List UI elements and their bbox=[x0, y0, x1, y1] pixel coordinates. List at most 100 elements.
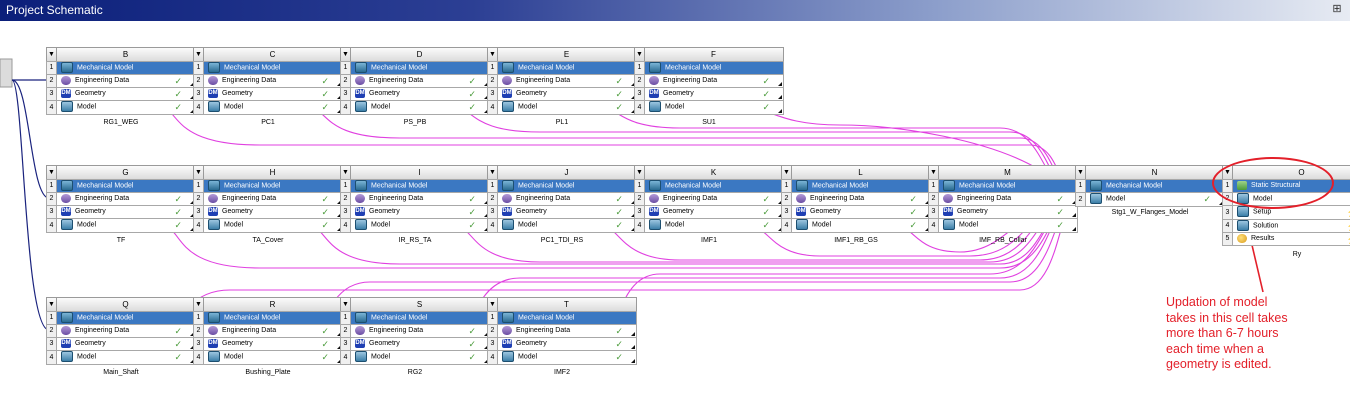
system-header[interactable]: ▼L bbox=[781, 165, 931, 179]
cell-model[interactable]: Model✓ bbox=[497, 100, 637, 115]
dropdown-arrow-icon[interactable]: ▼ bbox=[488, 298, 498, 311]
system-name-label[interactable]: Bushing_Plate bbox=[245, 369, 291, 376]
cell-model[interactable]: Model✓ bbox=[203, 100, 343, 115]
cell-setup[interactable]: Setup⚡ bbox=[1232, 205, 1350, 220]
system-name-label[interactable]: PS_PB bbox=[403, 119, 427, 126]
cell-mechanical-model[interactable]: Mechanical Model bbox=[350, 178, 490, 194]
dropdown-arrow-icon[interactable]: ▼ bbox=[341, 166, 351, 179]
system-name-label[interactable]: PL1 bbox=[555, 119, 569, 126]
cell-results[interactable]: Results⚡ bbox=[1232, 232, 1350, 247]
cell-model[interactable]: Model✓ bbox=[644, 100, 784, 115]
cell-model[interactable]: Model✓ bbox=[497, 350, 637, 365]
system-name-label[interactable]: RG2 bbox=[407, 369, 423, 376]
system-name-label[interactable]: Ry bbox=[1292, 251, 1302, 258]
dropdown-arrow-icon[interactable]: ▼ bbox=[488, 48, 498, 61]
cell-engineering-data[interactable]: Engineering Data✓ bbox=[644, 74, 784, 89]
cell-mechanical-model[interactable]: Mechanical Model bbox=[644, 178, 784, 194]
cell-mechanical-model[interactable]: Mechanical Model bbox=[203, 310, 343, 326]
cell-mechanical-model[interactable]: Mechanical Model bbox=[56, 178, 196, 194]
cell-mechanical-model[interactable]: Mechanical Model bbox=[350, 310, 490, 326]
cell-model[interactable]: Model✓ bbox=[350, 100, 490, 115]
cell-model[interactable]: Model✓ bbox=[497, 218, 637, 233]
dropdown-arrow-icon[interactable]: ▼ bbox=[47, 298, 57, 311]
cell-model[interactable]: Model✓ bbox=[1085, 192, 1225, 207]
dropdown-arrow-icon[interactable]: ▼ bbox=[929, 166, 939, 179]
system-name-label[interactable]: IR_RS_TA bbox=[398, 237, 432, 244]
cell-model[interactable]: Model✓ bbox=[350, 350, 490, 365]
system-name-label[interactable]: RG1_WEG bbox=[103, 119, 139, 126]
dropdown-arrow-icon[interactable]: ▼ bbox=[1076, 166, 1086, 179]
cell-mechanical-model[interactable]: Mechanical Model bbox=[497, 310, 637, 326]
system-name-label[interactable]: IMF2 bbox=[554, 369, 570, 376]
cell-mechanical-model[interactable]: Mechanical Model bbox=[497, 60, 637, 76]
system-header[interactable]: ▼J bbox=[487, 165, 637, 179]
cell-mechanical-model[interactable]: Mechanical Model bbox=[203, 178, 343, 194]
cell-mechanical-model[interactable]: Mechanical Model bbox=[56, 60, 196, 76]
dropdown-arrow-icon[interactable]: ▼ bbox=[782, 166, 792, 179]
cell-engineering-data[interactable]: Engineering Data✓ bbox=[791, 192, 931, 207]
system-header[interactable]: ▼E bbox=[487, 47, 637, 61]
cell-engineering-data[interactable]: Engineering Data✓ bbox=[56, 324, 196, 339]
cell-model[interactable]: Model✓ bbox=[644, 218, 784, 233]
cell-engineering-data[interactable]: Engineering Data✓ bbox=[938, 192, 1078, 207]
dropdown-arrow-icon[interactable]: ▼ bbox=[194, 48, 204, 61]
dropdown-arrow-icon[interactable]: ▼ bbox=[47, 48, 57, 61]
system-name-label[interactable]: PC1_TDI_RS bbox=[540, 237, 584, 244]
system-header[interactable]: ▼B bbox=[46, 47, 196, 61]
system-name-label[interactable]: Main_Shaft bbox=[103, 369, 139, 376]
dropdown-arrow-icon[interactable]: ▼ bbox=[635, 166, 645, 179]
system-header[interactable]: ▼F bbox=[634, 47, 784, 61]
system-header[interactable]: ▼S bbox=[340, 297, 490, 311]
cell-model[interactable]: Model✓ bbox=[938, 218, 1078, 233]
cell-engineering-data[interactable]: Engineering Data✓ bbox=[203, 324, 343, 339]
cell-model[interactable]: Model✓ bbox=[203, 350, 343, 365]
system-header[interactable]: ▼N bbox=[1075, 165, 1225, 179]
cell-model[interactable]: Model✓ bbox=[56, 218, 196, 233]
system-header[interactable]: ▼I bbox=[340, 165, 490, 179]
cell-mechanical-model[interactable]: Mechanical Model bbox=[56, 310, 196, 326]
cell-mechanical-model[interactable]: Mechanical Model bbox=[791, 178, 931, 194]
system-header[interactable]: ▼T bbox=[487, 297, 637, 311]
system-name-label[interactable]: IMF1_RB_GS bbox=[834, 237, 878, 244]
